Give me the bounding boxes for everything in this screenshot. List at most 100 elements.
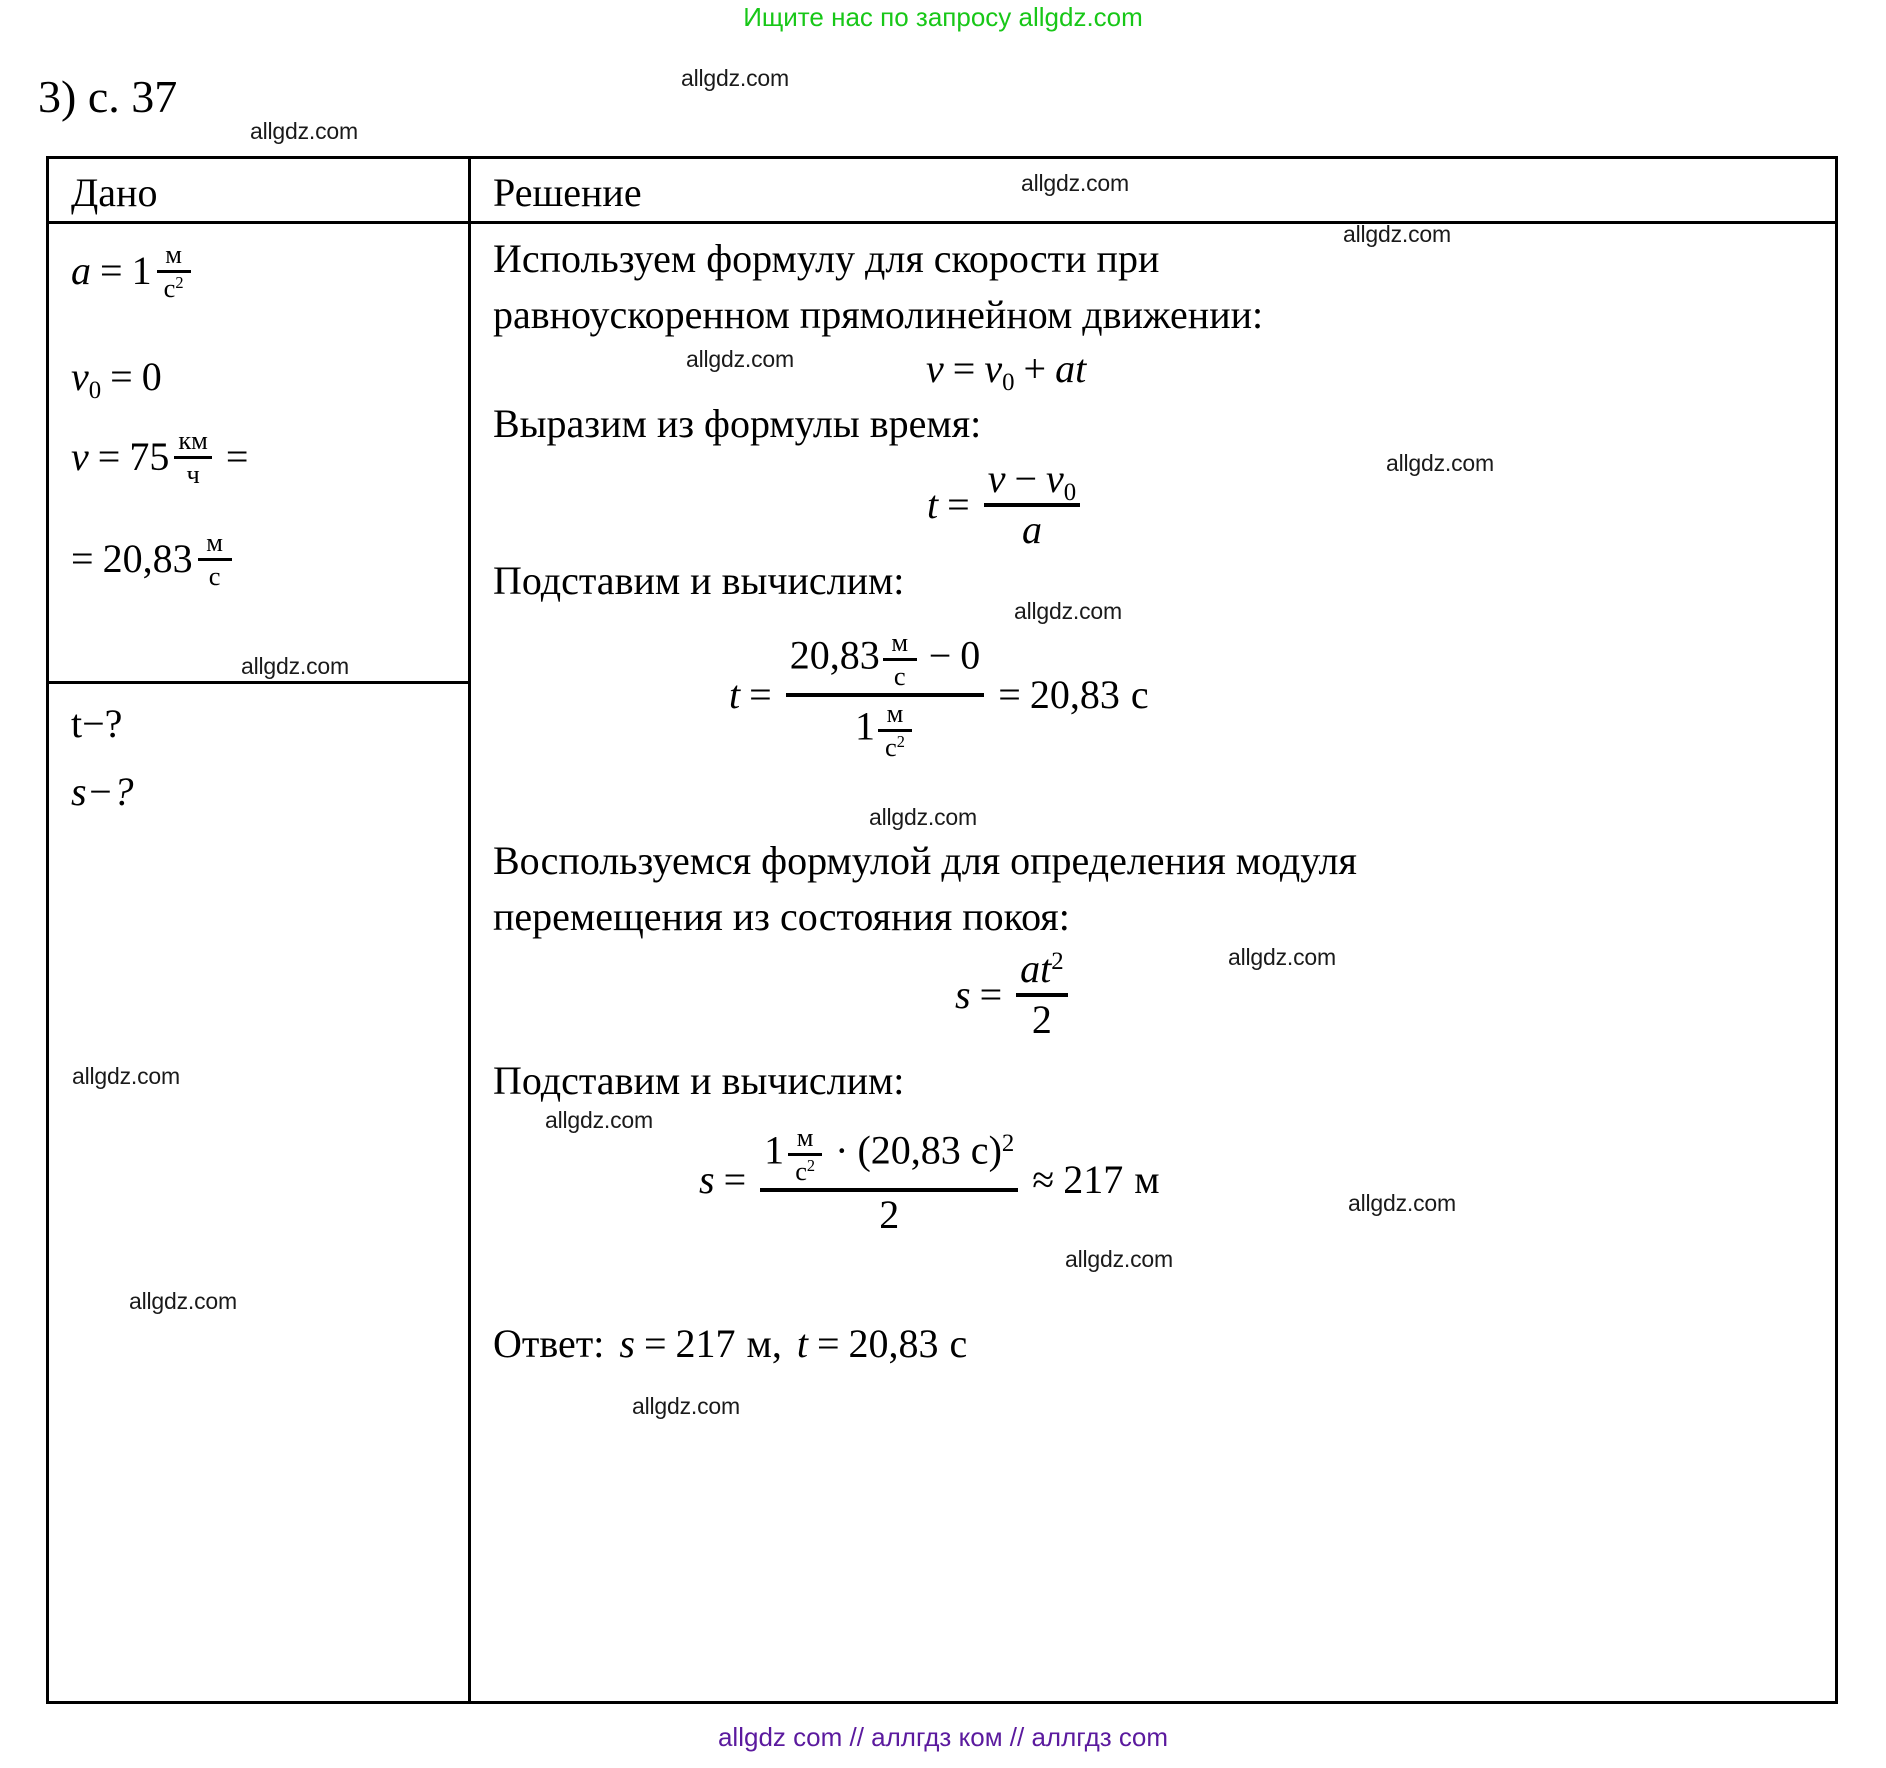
formula-time-fraction: v−v0 a <box>983 456 1081 552</box>
solution-paragraph-3: Подставим и вычислим: <box>493 558 905 603</box>
answer-s-symbol: s <box>619 1321 635 1366</box>
calculation-displacement-approx: ≈ <box>1032 1156 1055 1202</box>
given-a-unit-numerator: м <box>165 239 182 269</box>
calculation-displacement-result: 217 <box>1063 1156 1124 1202</box>
calculation-displacement-result-unit: м <box>1134 1156 1160 1202</box>
watermark-allgdz: allgdz.com <box>632 1393 740 1419</box>
formula-velocity-equals: = <box>952 346 976 391</box>
given-v-equals-2: = <box>225 434 249 480</box>
calculation-displacement-s: s <box>699 1156 715 1202</box>
given-section-rule <box>49 681 468 684</box>
formula-displacement-bar <box>1016 992 1068 997</box>
formula-displacement-fraction: at2 2 <box>1016 946 1068 1042</box>
given-v-unit-bar <box>174 455 212 459</box>
given-v-si-unit-numerator: м <box>206 527 223 557</box>
watermark-allgdz: allgdz.com <box>686 346 794 372</box>
formula-time: t = v−v0 a <box>927 456 1085 552</box>
watermark-allgdz: allgdz.com <box>545 1107 653 1133</box>
calculation-displacement-bar <box>760 1187 1019 1192</box>
watermark-allgdz: allgdz.com <box>1228 944 1336 970</box>
answer-s-equals: = <box>643 1321 667 1366</box>
given-find-distance: s−? <box>71 772 134 812</box>
given-v0-value: 0 <box>141 354 162 399</box>
formula-time-bar <box>983 502 1081 507</box>
solution-paragraph-2: Выразим из формулы время: <box>493 401 982 446</box>
formula-time-denominator: a <box>1021 506 1042 552</box>
solution-paragraph-1-line-2: равноускоренном прямолинейном движении: <box>493 292 1264 337</box>
formula-displacement-denominator: 2 <box>1031 996 1052 1042</box>
given-column-header: Дано <box>71 170 158 215</box>
formula-displacement-equals: = <box>979 971 1003 1017</box>
solution-paragraph-4-line-1: Воспользуемся формулой для определения м… <box>493 838 1357 883</box>
given-find-time: t−? <box>71 704 122 744</box>
formula-displacement-numerator: at2 <box>1020 946 1064 991</box>
watermark-allgdz: allgdz.com <box>869 804 977 830</box>
table-column-divider <box>468 159 471 1701</box>
given-a-unit-denominator: с2 <box>163 272 184 303</box>
given-v-si-unit-denominator: с <box>208 560 221 591</box>
given-v-unit-fraction: км ч <box>174 427 212 488</box>
given-v-unit-numerator: км <box>178 425 208 455</box>
solution-column-header: Решение <box>493 170 642 215</box>
solution-paragraph-4-line-2: перемещения из состояния покоя: <box>493 894 1070 939</box>
formula-time-numerator: v−v0 <box>987 456 1077 507</box>
given-a-unit-bar <box>156 269 191 273</box>
given-v-equals: = <box>97 434 121 480</box>
given-v-symbol: v <box>71 434 89 480</box>
answer-t-equals: = <box>816 1321 840 1366</box>
answer-t-value: 20,83 <box>848 1321 939 1366</box>
watermark-allgdz: allgdz.com <box>1343 221 1451 247</box>
answer-t-unit: с <box>949 1321 968 1366</box>
given-a-equals: = <box>100 248 123 294</box>
solution-table: Дано Решение a = 1 м с2 v0 = 0 v = 75 км… <box>46 156 1838 1704</box>
watermark-allgdz: allgdz.com <box>250 118 358 144</box>
formula-time-t: t <box>927 481 939 527</box>
calculation-time-bar <box>785 692 985 697</box>
given-initial-velocity: v0 = 0 <box>71 354 162 405</box>
watermark-allgdz: allgdz.com <box>241 653 349 679</box>
given-find-time-text: t−? <box>71 701 123 746</box>
given-final-velocity-si: = 20,83 м с <box>71 529 237 590</box>
table-header-rule <box>49 221 1835 224</box>
formula-time-equals: = <box>947 481 970 527</box>
given-acceleration: a = 1 м с2 <box>71 241 196 302</box>
given-v0-symbol: v0 <box>71 354 102 405</box>
calculation-time-t: t <box>729 671 741 717</box>
formula-displacement: s = at2 2 <box>955 946 1073 1042</box>
given-v-si-unit-bar <box>197 557 232 561</box>
footer-site-links: allgdz com // аллгдз ком // аллгдз com <box>717 1722 1169 1752</box>
watermark-allgdz: allgdz.com <box>129 1288 237 1314</box>
calculation-time-equals-2: = <box>998 671 1021 717</box>
calculation-displacement-denominator: 2 <box>879 1191 900 1237</box>
answer-line: Ответ: s = 217 м, t = 20,83 с <box>493 1324 967 1364</box>
given-a-unit-fraction: м с2 <box>156 239 191 303</box>
watermark-allgdz: allgdz.com <box>1021 170 1129 196</box>
given-a-value: 1 <box>131 248 152 294</box>
given-a-symbol: a <box>71 248 91 294</box>
watermark-allgdz: allgdz.com <box>1348 1190 1456 1216</box>
given-v-value: 75 <box>129 434 170 480</box>
watermark-allgdz: allgdz.com <box>1014 598 1122 624</box>
calculation-time-result-unit: с <box>1130 671 1149 717</box>
formula-velocity: v = v0 + at <box>926 346 1087 397</box>
calculation-time-equals: = <box>749 671 772 717</box>
given-v-si-value: 20,83 <box>102 536 193 582</box>
formula-velocity-at: at <box>1055 346 1087 391</box>
given-v-unit-denominator: ч <box>186 458 200 489</box>
formula-velocity-plus: + <box>1023 346 1047 391</box>
calculation-time-result: 20,83 <box>1029 671 1120 717</box>
watermark-allgdz: allgdz.com <box>1386 450 1494 476</box>
site-promo-banner: Ищите нас по запросу allgdz.com <box>743 2 1143 32</box>
formula-displacement-s: s <box>955 971 971 1017</box>
formula-velocity-v0: v0 <box>984 346 1015 397</box>
answer-t-symbol: t <box>796 1321 808 1366</box>
calculation-displacement-equals: = <box>723 1156 747 1202</box>
given-final-velocity: v = 75 км ч = <box>71 427 257 488</box>
problem-number-label: 3) с. 37 <box>38 71 178 122</box>
answer-s-value: 217 <box>675 1321 736 1366</box>
